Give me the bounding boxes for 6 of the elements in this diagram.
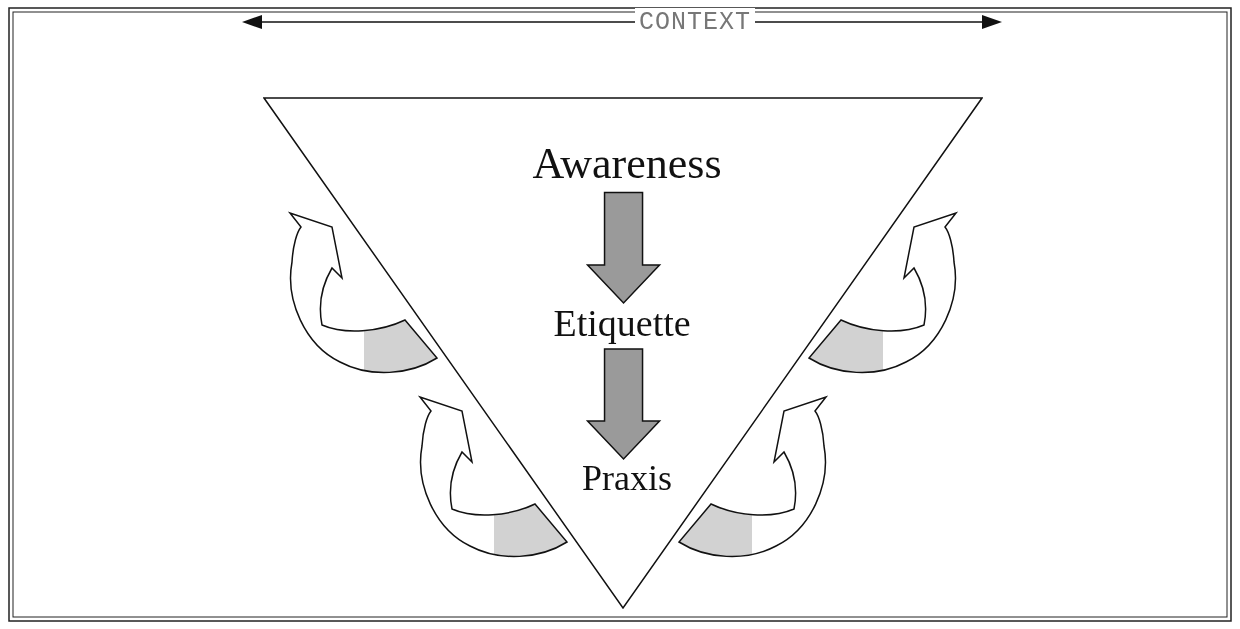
stage-label: Awareness — [532, 137, 722, 189]
triangle-shape — [263, 97, 983, 609]
stage-label: Praxis — [582, 457, 672, 499]
block-arrow — [585, 191, 662, 305]
block-arrow — [585, 348, 662, 461]
stage-label: Etiquette — [553, 301, 691, 345]
